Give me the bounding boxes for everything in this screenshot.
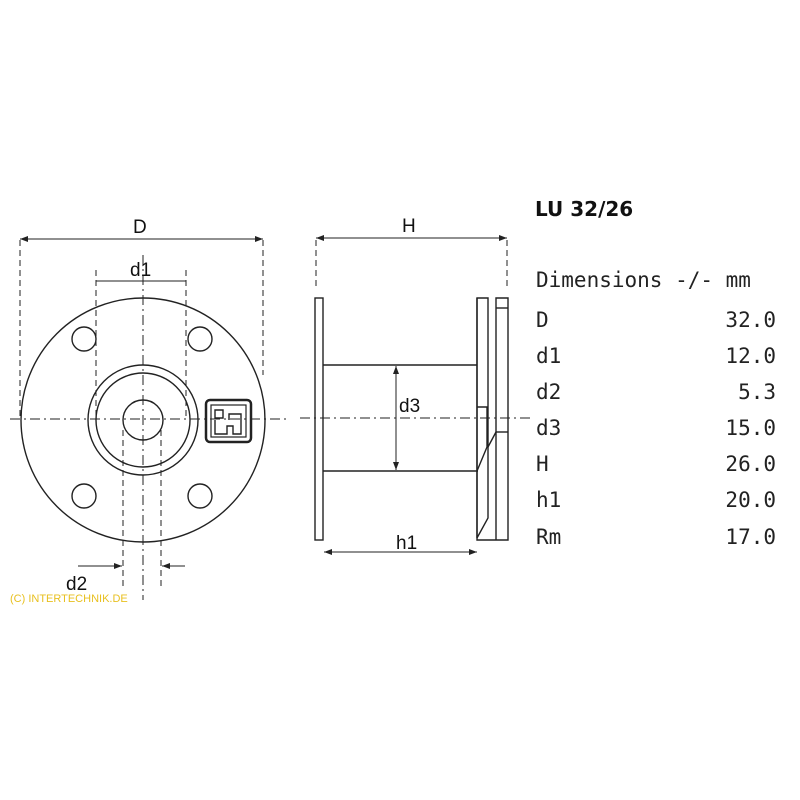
label-d1: d1: [130, 260, 151, 281]
table-row: H 26.0: [536, 452, 776, 476]
row-name: d2: [536, 380, 562, 404]
table-row: Rm 17.0: [536, 525, 776, 549]
part-title: LU 32/26: [535, 197, 634, 221]
row-value: 20.0: [725, 488, 776, 512]
row-value: 12.0: [725, 344, 776, 368]
row-value: 5.3: [738, 380, 776, 404]
row-name: h1: [536, 488, 562, 512]
table-row: d3 15.0: [536, 416, 776, 440]
label-D: D: [133, 217, 147, 238]
label-H: H: [402, 216, 416, 237]
row-name: D: [536, 308, 549, 332]
table-row: d2 5.3: [536, 380, 776, 404]
itt-logo-icon: [204, 398, 253, 444]
label-d3: d3: [399, 396, 420, 417]
row-value: 17.0: [725, 525, 776, 549]
table-row: h1 20.0: [536, 488, 776, 512]
row-value: 15.0: [725, 416, 776, 440]
table-row: d1 12.0: [536, 344, 776, 368]
copyright: (C) INTERTECHNIK.DE: [10, 593, 128, 605]
side-view: [300, 235, 530, 555]
row-name: d1: [536, 344, 562, 368]
table-header: Dimensions -/- mm: [536, 268, 751, 292]
label-h1: h1: [396, 533, 417, 554]
row-value: 26.0: [725, 452, 776, 476]
front-view: [10, 236, 290, 600]
label-d2: d2: [66, 574, 87, 595]
row-name: Rm: [536, 525, 562, 549]
row-name: H: [536, 452, 549, 476]
row-name: d3: [536, 416, 562, 440]
row-value: 32.0: [725, 308, 776, 332]
table-row: D 32.0: [536, 308, 776, 332]
